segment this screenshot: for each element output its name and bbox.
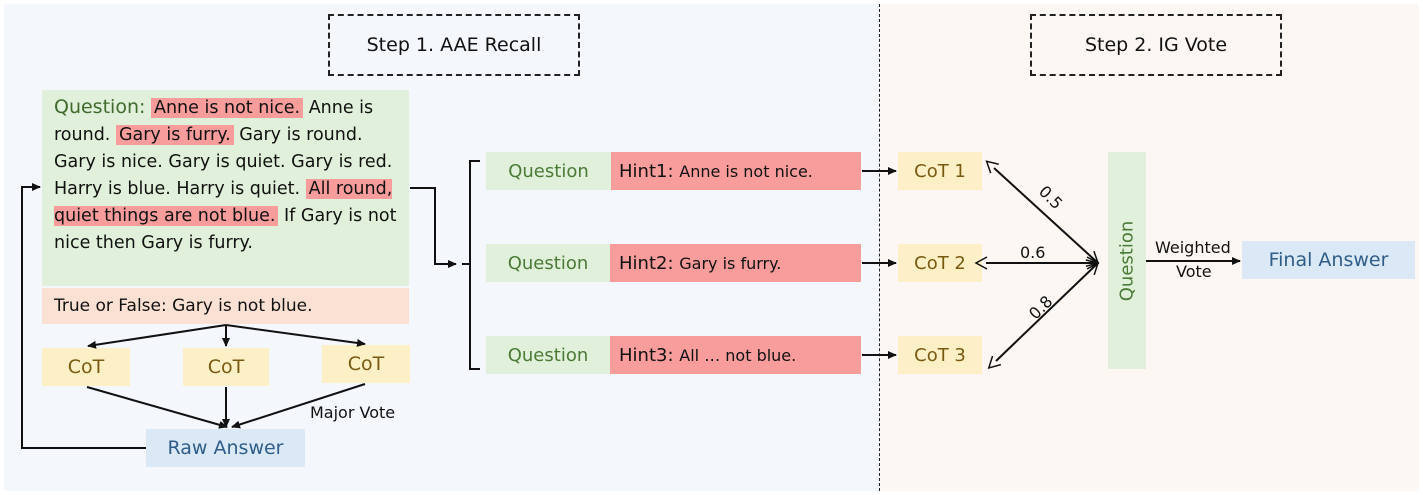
cot-box-3: CoT [322,345,410,383]
step2-cot-3: CoT 3 [898,336,982,374]
hint-text: Anne is not nice. [679,161,813,181]
vertical-question-box: Question [1108,152,1146,369]
cot-box-2: CoT [183,348,269,386]
step2-cot-1: CoT 1 [898,152,982,190]
step2-title: Step 2. IG Vote [1030,14,1282,76]
hint-label: Hint2: [619,252,674,274]
hint-row-2-hint: Hint2: Gary is furry. [610,244,861,282]
step2-cot-2: CoT 2 [898,244,982,282]
raw-answer-box: Raw Answer [146,429,305,467]
true-false-statement: True or False: Gary is not blue. [42,288,409,324]
hint-text: All … not blue. [679,345,797,365]
hint-label: Hint3: [619,344,674,366]
step1-title: Step 1. AAE Recall [328,14,580,76]
hint-row-3-question: Question [486,336,610,374]
hint-text: Gary is furry. [679,253,782,273]
final-answer-box: Final Answer [1242,241,1415,279]
hint-row-3-hint: Hint3: All … not blue. [610,336,861,374]
question-passage: Question: Anne is not nice. Anne is roun… [42,90,409,286]
cot-box-1: CoT [42,348,130,386]
hint-label: Hint1: [619,160,674,182]
hint-row-1-hint: Hint1: Anne is not nice. [611,152,861,190]
passage-text: Gary is round. Gary is nice. Gary is qui… [54,125,393,199]
hint-row-1-question: Question [486,152,611,190]
highlight-fact-1: Anne is not nice. [150,98,304,118]
major-vote-label: Major Vote [310,403,396,422]
highlight-fact-2: Gary is furry. [115,125,234,145]
weighted-label: Weighted [1155,238,1231,257]
question-label: Question: [54,96,146,118]
passage-text: Anne is round. [54,98,374,145]
vote-label: Vote [1176,262,1212,281]
hint-row-2-question: Question [486,244,610,282]
passage-text: If Gary is not nice then Gary is furry. [54,206,397,253]
panel-divider [879,4,880,491]
